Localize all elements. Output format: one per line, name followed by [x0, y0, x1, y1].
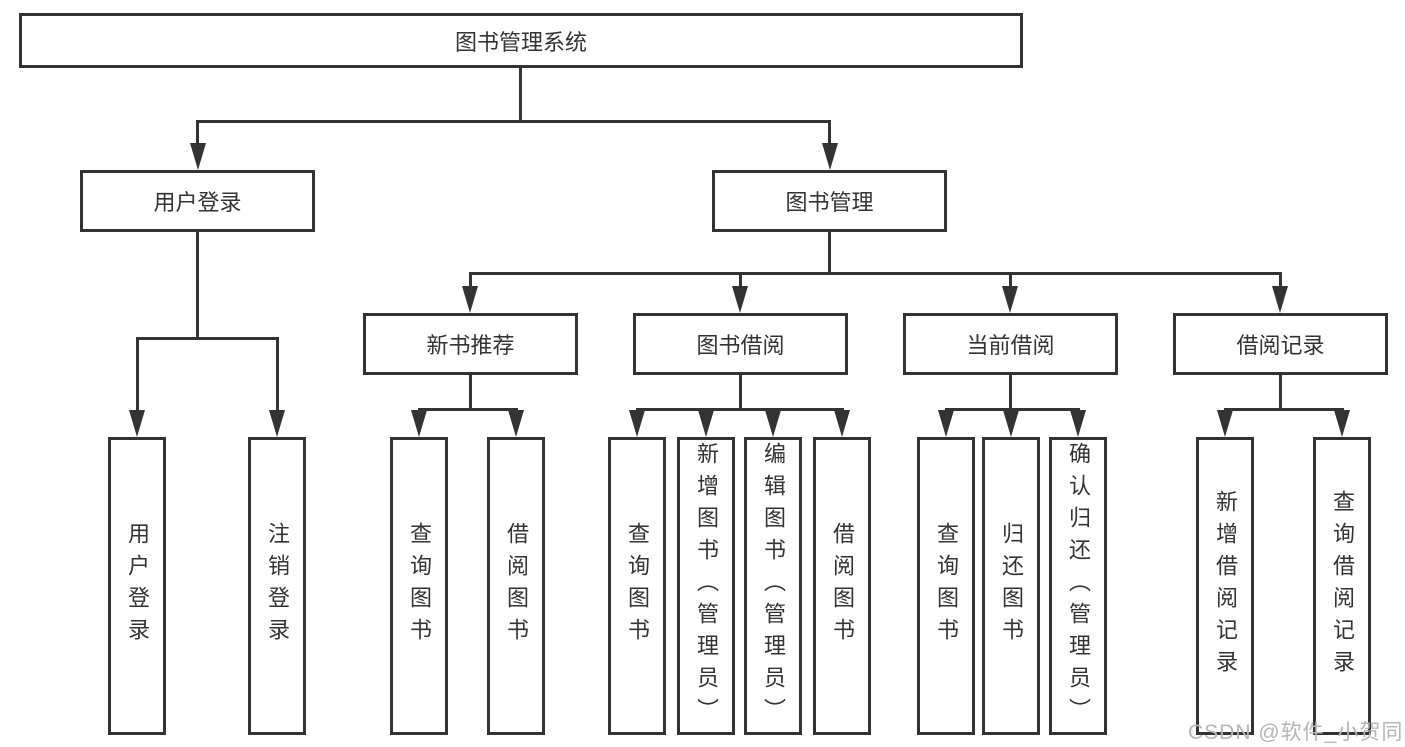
leaf-user-login: 用户登录 [108, 437, 166, 735]
node-label: 注销登录 [265, 522, 290, 650]
arrow-down-icon [269, 410, 285, 437]
leaf-cb-return-books: 归还图书 [982, 437, 1040, 735]
arrow-down-icon [129, 410, 145, 437]
node-label: 查询图书 [625, 522, 650, 650]
node-new-book-recommendation: 新书推荐 [363, 313, 578, 375]
arrow-down-icon [508, 410, 524, 437]
connector-line [945, 408, 1080, 411]
connector-line [1009, 272, 1012, 290]
node-user-login: 用户登录 [80, 170, 315, 232]
connector-line [469, 375, 472, 408]
node-book-borrowing: 图书借阅 [633, 313, 848, 375]
connector-line [739, 375, 742, 408]
arrow-down-icon [1002, 286, 1018, 313]
connector-line [469, 272, 1282, 275]
connector-line [469, 272, 472, 290]
node-label: 借阅图书 [830, 522, 855, 650]
node-label: 查询借阅记录 [1330, 490, 1355, 682]
connector-line [1279, 272, 1282, 290]
arrow-down-icon [1217, 410, 1233, 437]
arrow-down-icon [732, 286, 748, 313]
node-label: 当前借阅 [966, 333, 1055, 358]
leaf-bb-borrow-books: 借阅图书 [813, 437, 871, 735]
node-book-management: 图书管理 [712, 170, 947, 232]
arrow-down-icon [834, 410, 850, 437]
arrow-down-icon [765, 410, 781, 437]
connector-line [739, 272, 742, 290]
node-label: 用户登录 [153, 190, 242, 215]
node-label: 新增图书（管理员） [694, 442, 719, 730]
leaf-cb-confirm-return-admin: 确认归还（管理员） [1049, 437, 1107, 735]
node-label: 借阅图书 [504, 522, 529, 650]
leaf-bb-edit-books-admin: 编辑图书（管理员） [744, 437, 802, 735]
leaf-nbr-borrow-books: 借阅图书 [487, 437, 545, 735]
node-current-borrowing: 当前借阅 [903, 313, 1118, 375]
connector-line [196, 232, 199, 337]
node-label: 查询图书 [934, 522, 959, 650]
node-borrowing-records: 借阅记录 [1173, 313, 1388, 375]
node-label: 图书借阅 [696, 333, 785, 358]
connector-line [136, 337, 279, 340]
connector-line [1224, 408, 1344, 411]
arrow-down-icon [190, 143, 206, 170]
arrow-down-icon [1272, 286, 1288, 313]
arrow-down-icon [822, 143, 838, 170]
arrow-down-icon [1334, 410, 1350, 437]
node-label: 归还图书 [999, 522, 1024, 650]
connector-line [196, 120, 199, 146]
arrow-down-icon [1070, 410, 1086, 437]
connector-line [1279, 375, 1282, 408]
node-label: 查询图书 [407, 522, 432, 650]
arrow-down-icon [629, 410, 645, 437]
leaf-br-add-borrow-record: 新增借阅记录 [1196, 437, 1254, 735]
connector-line [418, 408, 518, 411]
connector-line [196, 120, 831, 123]
connector-line [1009, 375, 1012, 408]
connector-line [828, 232, 831, 272]
node-label: 用户登录 [125, 522, 150, 650]
connector-line [636, 408, 844, 411]
leaf-nbr-query-books: 查询图书 [390, 437, 448, 735]
node-library-management-system: 图书管理系统 [19, 13, 1023, 68]
connector-line [276, 337, 279, 411]
leaf-br-query-borrow-record: 查询借阅记录 [1313, 437, 1371, 735]
node-label: 图书管理系统 [454, 29, 587, 55]
arrow-down-icon [698, 410, 714, 437]
node-label: 编辑图书（管理员） [761, 442, 786, 730]
node-label: 图书管理 [785, 190, 874, 215]
arrow-down-icon [1003, 410, 1019, 437]
csdn-watermark: CSDN @软件_小贺同学 [1188, 721, 1405, 744]
leaf-cb-query-books: 查询图书 [917, 437, 975, 735]
node-label: 新书推荐 [426, 333, 515, 358]
node-label: 确认归还（管理员） [1066, 442, 1091, 730]
connector-line [519, 68, 522, 120]
arrow-down-icon [411, 410, 427, 437]
leaf-bb-add-books-admin: 新增图书（管理员） [677, 437, 735, 735]
leaf-logout-login: 注销登录 [248, 437, 306, 735]
connector-line [828, 120, 831, 146]
node-label: 新增借阅记录 [1213, 490, 1238, 682]
leaf-bb-query-books: 查询图书 [608, 437, 666, 735]
arrow-down-icon [462, 286, 478, 313]
node-label: 借阅记录 [1236, 333, 1325, 358]
arrow-down-icon [938, 410, 954, 437]
connector-line [136, 337, 139, 411]
